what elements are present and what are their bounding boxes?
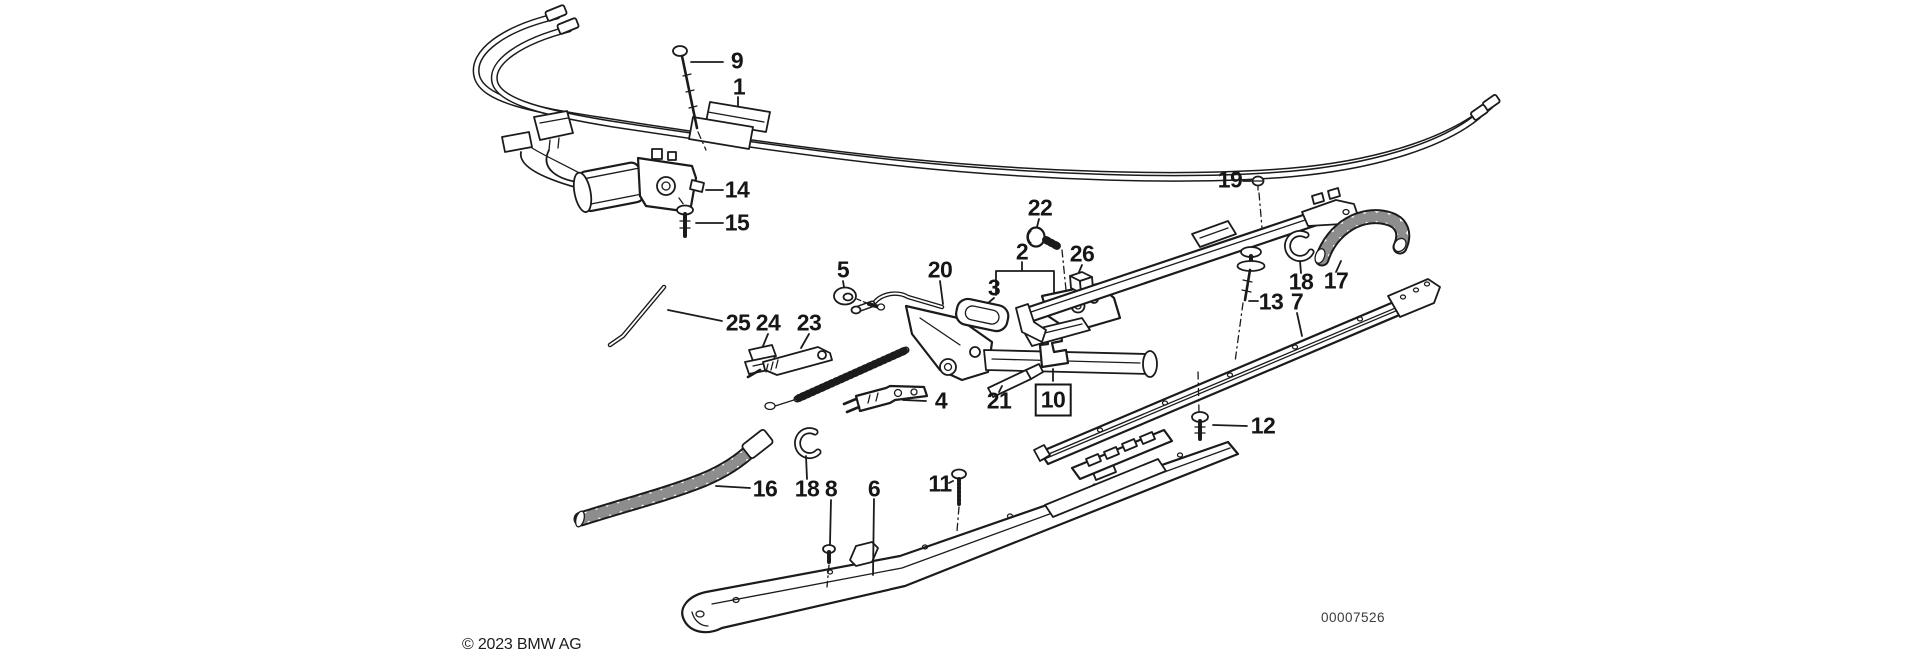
cable-assembly: [472, 4, 1501, 182]
part-17-hose: [1314, 209, 1411, 273]
part-label-23: 23: [796, 309, 822, 336]
part-21-pin: [987, 363, 1044, 398]
part-18-clamp-right: [1284, 230, 1315, 274]
part-19-screw: [1242, 175, 1265, 229]
part-8-screw: [822, 499, 836, 588]
part-label-25: 25: [725, 309, 751, 336]
part-23-slide-mechanism: [746, 333, 833, 379]
part-16-hose: [573, 428, 774, 528]
part-1-cable-sleeve: [688, 96, 771, 150]
part-label-2: 2: [1015, 238, 1029, 265]
part-label-11: 11: [928, 470, 952, 497]
part-2-bracket-lines: [995, 261, 1055, 296]
document-number: 00007526: [1321, 610, 1386, 625]
part-label-10: 10: [1034, 383, 1072, 417]
part-label-7: 7: [1290, 288, 1304, 315]
part-label-18: 18: [794, 475, 820, 502]
part-5-grommet: [833, 280, 886, 311]
part-label-17: 17: [1323, 267, 1349, 294]
part-label-22: 22: [1027, 194, 1053, 221]
copyright-text: © 2023 BMW AG: [462, 636, 582, 653]
part-7-rail: [1033, 278, 1441, 466]
part-label-1: 1: [732, 73, 746, 100]
part-22-screw: [1026, 218, 1067, 291]
part-label-13: 13: [1258, 288, 1284, 315]
upper-guide-rail: [1015, 187, 1359, 343]
part-label-14: 14: [724, 176, 750, 203]
part-label-4: 4: [934, 387, 948, 414]
motor-cylinder: [572, 161, 645, 213]
part-label-18: 18: [1288, 268, 1314, 295]
part-label-5: 5: [836, 256, 850, 283]
part-9-screw: [672, 45, 724, 151]
part-4-cable-link: [842, 384, 929, 414]
part-14-motor-assembly: [501, 110, 724, 214]
part-26-block: [1069, 264, 1094, 303]
part-20-bracket: [850, 280, 1158, 382]
rack-channel: [1044, 428, 1174, 518]
part-label-26: 26: [1069, 240, 1095, 267]
part-label-6: 6: [867, 475, 881, 502]
part-label-19: 19: [1217, 166, 1243, 193]
part-label-20: 20: [927, 256, 953, 283]
part-15-screw: [676, 197, 724, 238]
part-18-clamp-left: [794, 427, 822, 480]
part-label-16: 16: [752, 475, 778, 502]
part-label-15: 15: [724, 209, 750, 236]
part-label-9: 9: [730, 47, 744, 74]
drive-cable: [764, 346, 910, 411]
part-label-3: 3: [987, 274, 1001, 301]
part-label-21: 21: [986, 387, 1012, 414]
part-13-screw: [1234, 246, 1266, 363]
cable-end-fittings: [544, 4, 1501, 121]
part-label-8: 8: [824, 475, 838, 502]
part-label-24: 24: [755, 309, 781, 336]
part-12-screw: [1191, 371, 1248, 441]
part-25-hex-key: [607, 284, 723, 348]
part-3-pad: [955, 297, 1010, 333]
part-label-12: 12: [1250, 412, 1276, 439]
part-11-screw: [948, 468, 967, 532]
